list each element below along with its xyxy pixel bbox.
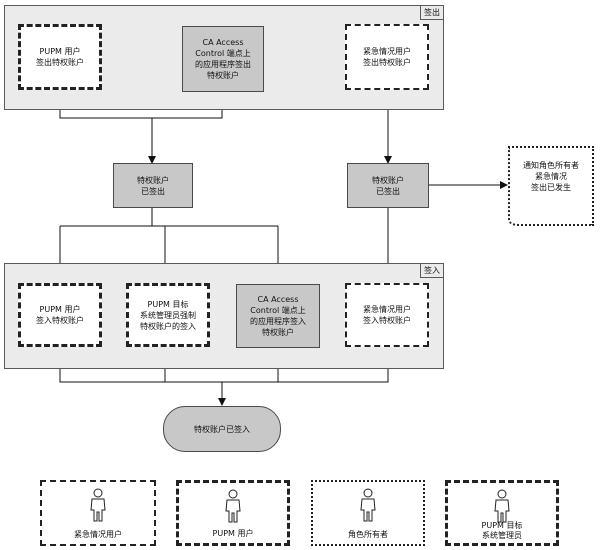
person-icon xyxy=(90,488,106,522)
pupm-admin-checkin-box: PUPM 目标 系统管理员强制 特权账户的签入 xyxy=(126,283,210,347)
person-icon xyxy=(494,489,510,523)
checkout-lane-label: 签出 xyxy=(420,6,443,20)
legend-label: 角色所有者 xyxy=(348,530,388,539)
checkin-lane-label: 签入 xyxy=(420,264,443,278)
person-icon xyxy=(360,488,376,522)
ca-access-checkin-box: CA Access Control 端点上 的应用程序签入 特权账户 xyxy=(236,284,320,348)
ca-access-checkout-box: CA Access Control 端点上 的应用程序签出 特权账户 xyxy=(182,26,264,92)
checked-out-right-box: 特权账户 已签出 xyxy=(347,163,429,208)
legend-pupm-admin: PUPM 目标 系统管理员 xyxy=(445,480,559,546)
checked-out-left-box: 特权账户 已签出 xyxy=(113,163,193,208)
pupm-user-checkin-box: PUPM 用户 签入特权账户 xyxy=(18,283,102,347)
legend-label: PUPM 目标 系统管理员 xyxy=(481,521,523,540)
legend-emergency-user: 紧急情况用户 xyxy=(40,480,156,546)
legend-label: 紧急情况用户 xyxy=(74,530,122,539)
legend-label: PUPM 用户 xyxy=(212,529,254,538)
notify-owner-document: 通知角色所有者 紧急情况 签出已发生 xyxy=(508,146,594,226)
pupm-user-checkout-box: PUPM 用户 签出特权账户 xyxy=(18,24,102,90)
person-icon xyxy=(225,489,241,523)
emergency-user-checkin-box: 紧急情况用户 签入特权账户 xyxy=(345,283,429,347)
legend-pupm-user: PUPM 用户 xyxy=(176,480,290,546)
legend-role-owner: 角色所有者 xyxy=(311,480,425,546)
checked-in-terminal: 特权账户已签入 xyxy=(163,406,281,452)
emergency-user-checkout-box: 紧急情况用户 签出特权账户 xyxy=(345,24,429,90)
